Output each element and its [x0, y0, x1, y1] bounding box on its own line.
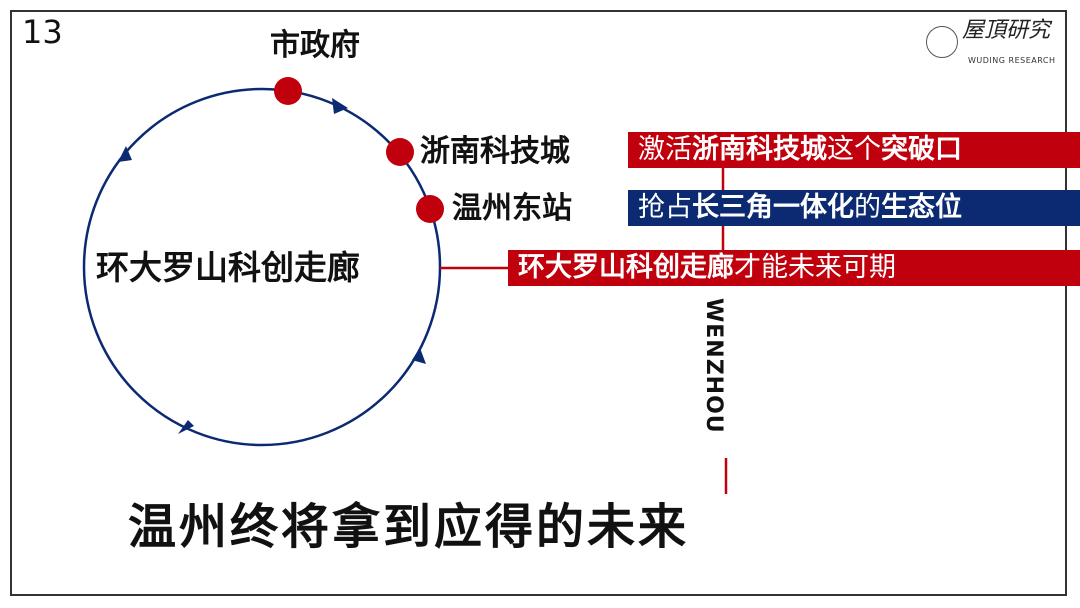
banner-text: 生态位 [881, 192, 962, 223]
banner-2: 抢占长三角一体化的生态位 [628, 190, 1080, 226]
banner-text: 激活 [638, 134, 692, 165]
vertical-text-wenzhou: WENZHOU [701, 298, 726, 434]
node-label-city-hall: 市政府 [270, 28, 360, 63]
logo-emblem-icon [926, 26, 958, 58]
node-dot-east-station [416, 195, 444, 223]
banner-text: 的 [854, 192, 881, 223]
node-label-east-station: 温州东站 [452, 191, 572, 226]
banner-text: 这个 [827, 134, 881, 165]
banner-text: 才能未来可期 [734, 252, 896, 283]
slide-title: 温州终将拿到应得的未来 [128, 499, 690, 555]
arrow-icon [118, 146, 132, 162]
node-dot-tech-city [386, 138, 414, 166]
arrow-icon [178, 420, 194, 434]
banner-text: 环大罗山科创走廊 [518, 252, 734, 283]
banner-text: 抢占 [638, 192, 692, 223]
banner-text: 突破口 [881, 134, 962, 165]
slide-number: 13 [22, 13, 63, 51]
arrow-icon [332, 98, 348, 114]
banner-text: 浙南科技城 [692, 134, 827, 165]
logo-en: WUDING RESEARCH [968, 56, 1056, 65]
banner-1: 激活浙南科技城这个突破口 [628, 132, 1080, 168]
logo-cn: 屋頂研究 [962, 18, 1051, 43]
node-dot-city-hall [274, 77, 302, 105]
logo: 屋頂研究 WUDING RESEARCH [924, 18, 1066, 70]
center-label: 环大罗山科创走廊 [96, 248, 360, 287]
node-label-tech-city: 浙南科技城 [420, 134, 570, 169]
banner-3: 环大罗山科创走廊才能未来可期 [508, 250, 1080, 286]
arrow-icon [412, 348, 426, 364]
slide-frame [10, 10, 1067, 596]
banner-text: 长三角一体化 [692, 192, 854, 223]
